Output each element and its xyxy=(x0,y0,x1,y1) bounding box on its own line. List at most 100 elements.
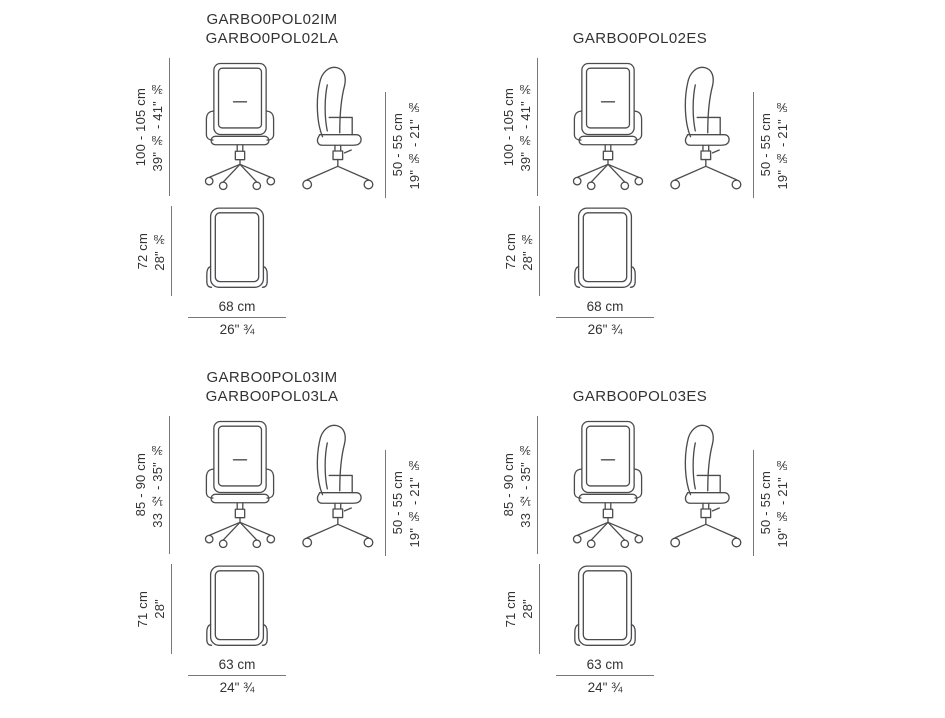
seat-height-cm: 50 - 55 cm xyxy=(390,113,405,177)
seat-height-in: 19" ⅝ - 21" ⅝ xyxy=(407,100,422,190)
product-title-block: GARBO0POL02IM GARBO0POL02LA xyxy=(128,10,416,48)
chair-front-view-drawing xyxy=(566,58,650,196)
overall-height-cm: 85 - 90 cm xyxy=(501,453,516,517)
backrest-height-cm: 72 cm xyxy=(135,232,150,270)
product-code-line1: GARBO0POL02IM xyxy=(206,11,338,28)
product-code-line1 xyxy=(496,368,784,387)
chair-back-view-icon xyxy=(206,565,268,646)
product-quadrant: GARBO0POL02ES 100 - 105 cm 39" ⅜ - 41" ⅜ xyxy=(496,8,836,360)
seat-height-dimension: 50 - 55 cm 19" ⅝ - 21" ⅝ xyxy=(382,450,423,556)
product-title-block: GARBO0POL03IM GARBO0POL03LA xyxy=(128,368,416,406)
overall-height-in: 39" ⅜ - 41" ⅜ xyxy=(150,82,165,172)
backrest-height-dimension: 72 cm 28" ⅜ xyxy=(502,206,543,296)
chair-front-view-drawing xyxy=(198,416,282,554)
chair-front-view-icon xyxy=(204,420,276,549)
chair-back-view-drawing xyxy=(572,206,638,296)
chair-side-view-icon xyxy=(302,424,374,548)
chair-side-view-drawing xyxy=(290,60,378,196)
overall-height-cm: 100 - 105 cm xyxy=(501,87,516,167)
chair-side-view-icon xyxy=(670,66,742,190)
seat-height-in: 19" ⅝ - 21" ⅝ xyxy=(775,458,790,548)
seat-height-in: 19" ⅝ - 21" ⅝ xyxy=(775,100,790,190)
chair-side-view-icon xyxy=(302,66,374,190)
overall-width-cm: 68 cm xyxy=(218,299,256,314)
product-quadrant: GARBO0POL03ES 85 - 90 cm 33 ½ - 35" ⅜ xyxy=(496,366,836,718)
chair-front-view-drawing xyxy=(198,58,282,196)
overall-height-in: 33 ½ - 35" ⅜ xyxy=(518,442,533,528)
chair-front-view-icon xyxy=(572,420,644,549)
seat-height-dimension: 50 - 55 cm 19" ⅝ - 21" ⅝ xyxy=(750,450,791,556)
overall-height-in: 33 ½ - 35" ⅜ xyxy=(150,442,165,528)
dimension-line xyxy=(171,564,172,654)
product-title-block: GARBO0POL02ES xyxy=(496,10,784,48)
overall-width-in: 26" ¾ xyxy=(587,322,623,337)
backrest-height-dimension: 72 cm 28" ⅜ xyxy=(134,206,175,296)
overall-height-cm: 100 - 105 cm xyxy=(133,87,148,167)
product-code-line1 xyxy=(496,10,784,29)
overall-width-dimension: 68 cm 26" ¾ xyxy=(188,298,286,338)
product-code-line2: GARBO0POL03ES xyxy=(572,388,708,405)
overall-width-in: 26" ¾ xyxy=(219,322,255,337)
backrest-height-in: 28" ⅜ xyxy=(152,231,167,271)
dimension-line xyxy=(169,58,170,196)
dimension-line xyxy=(556,675,654,676)
dimension-line xyxy=(169,416,170,554)
seat-height-cm: 50 - 55 cm xyxy=(758,113,773,177)
dimension-line xyxy=(539,206,540,296)
chair-side-view-icon xyxy=(670,424,742,548)
overall-width-in: 24" ¾ xyxy=(219,680,255,695)
chair-side-view-drawing xyxy=(658,418,746,554)
overall-width-in: 24" ¾ xyxy=(587,680,623,695)
backrest-height-dimension: 71 cm 28" xyxy=(502,564,543,654)
dimension-line xyxy=(537,58,538,196)
chair-back-view-icon xyxy=(206,207,268,288)
chair-front-view-icon xyxy=(572,62,644,191)
backrest-height-cm: 72 cm xyxy=(503,232,518,270)
dimension-line xyxy=(188,675,286,676)
chair-back-view-drawing xyxy=(204,564,270,654)
product-code-line2: GARBO0POL03LA xyxy=(205,388,339,405)
backrest-height-in: 28" xyxy=(520,599,535,619)
dimension-line xyxy=(539,564,540,654)
dimension-line xyxy=(753,92,754,198)
backrest-height-dimension: 71 cm 28" xyxy=(134,564,175,654)
product-quadrant: GARBO0POL03IM GARBO0POL03LA 85 - 90 cm 3… xyxy=(128,366,468,718)
product-code-line1: GARBO0POL03IM xyxy=(206,369,338,386)
dimension-line xyxy=(171,206,172,296)
chair-back-view-drawing xyxy=(572,564,638,654)
chair-back-view-icon xyxy=(574,565,636,646)
dimension-line xyxy=(537,416,538,554)
seat-height-dimension: 50 - 55 cm 19" ⅝ - 21" ⅝ xyxy=(382,92,423,198)
product-code-line2: GARBO0POL02LA xyxy=(205,30,339,47)
backrest-height-in: 28" ⅜ xyxy=(520,231,535,271)
dimension-line xyxy=(556,317,654,318)
chair-back-view-drawing xyxy=(204,206,270,296)
overall-width-cm: 63 cm xyxy=(586,657,624,672)
chair-front-view-drawing xyxy=(566,416,650,554)
product-title-block: GARBO0POL03ES xyxy=(496,368,784,406)
overall-height-cm: 85 - 90 cm xyxy=(133,453,148,517)
overall-height-in: 39" ⅜ - 41" ⅜ xyxy=(518,82,533,172)
chair-back-view-icon xyxy=(574,207,636,288)
product-quadrant: GARBO0POL02IM GARBO0POL02LA 100 - 105 cm… xyxy=(128,8,468,360)
dimension-line xyxy=(385,92,386,198)
seat-height-cm: 50 - 55 cm xyxy=(758,471,773,535)
overall-width-dimension: 68 cm 26" ¾ xyxy=(556,298,654,338)
overall-height-dimension: 85 - 90 cm 33 ½ - 35" ⅜ xyxy=(500,416,541,554)
chair-side-view-drawing xyxy=(658,60,746,196)
overall-width-dimension: 63 cm 24" ¾ xyxy=(556,656,654,696)
overall-height-dimension: 100 - 105 cm 39" ⅜ - 41" ⅜ xyxy=(132,58,173,196)
overall-height-dimension: 85 - 90 cm 33 ½ - 35" ⅜ xyxy=(132,416,173,554)
seat-height-cm: 50 - 55 cm xyxy=(390,471,405,535)
chair-front-view-icon xyxy=(204,62,276,191)
backrest-height-in: 28" xyxy=(152,599,167,619)
dimension-line xyxy=(753,450,754,556)
overall-height-dimension: 100 - 105 cm 39" ⅜ - 41" ⅜ xyxy=(500,58,541,196)
product-code-line2: GARBO0POL02ES xyxy=(572,30,708,47)
overall-width-cm: 63 cm xyxy=(218,657,256,672)
dimension-line xyxy=(385,450,386,556)
seat-height-dimension: 50 - 55 cm 19" ⅝ - 21" ⅝ xyxy=(750,92,791,198)
overall-width-dimension: 63 cm 24" ¾ xyxy=(188,656,286,696)
overall-width-cm: 68 cm xyxy=(586,299,624,314)
